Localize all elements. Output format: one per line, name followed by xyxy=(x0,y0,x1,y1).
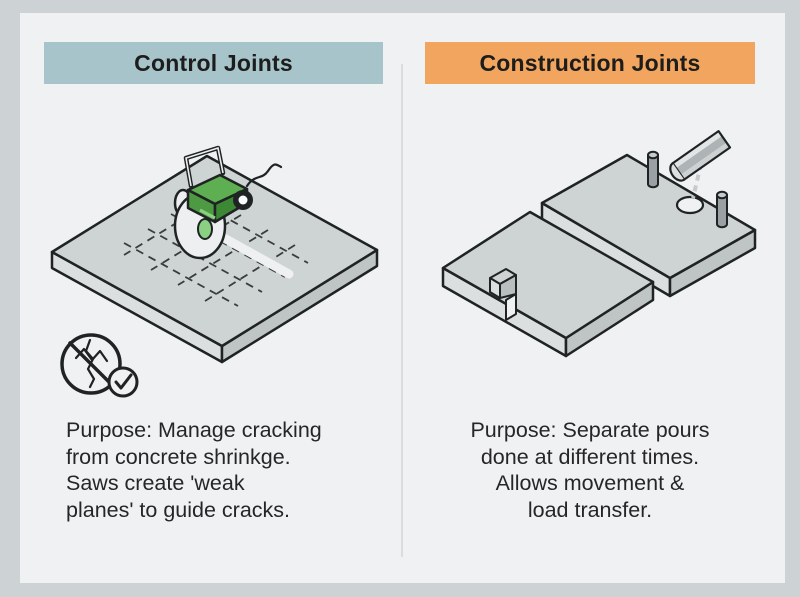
construction-joints-title: Construction Joints xyxy=(479,49,701,76)
control-joints-purpose: Purpose: Manage cracking from concrete s… xyxy=(66,417,386,523)
construction-joint-illustration xyxy=(441,130,757,358)
check-mark xyxy=(114,373,133,390)
blade-hub xyxy=(197,218,213,240)
no-cracks-check-icon xyxy=(60,333,139,398)
purpose-line: done at different times. xyxy=(480,444,700,469)
construction-joints-purpose: Purpose: Separate pours done at differen… xyxy=(425,417,755,523)
purpose-line: load transfer. xyxy=(527,497,653,522)
purpose-line: Saws create 'weak xyxy=(66,471,245,495)
keyway-notch xyxy=(489,268,517,321)
check-circle xyxy=(107,366,139,398)
pour-hole xyxy=(675,195,705,215)
purpose-line: Allows movement & xyxy=(495,471,685,495)
purpose-line: Purpose: Separate pours xyxy=(470,418,710,442)
control-joints-header: Control Joints xyxy=(44,42,383,84)
concrete-saw xyxy=(173,145,283,260)
control-joints-title: Control Joints xyxy=(134,49,293,76)
purpose-line: planes' to guide cracks. xyxy=(66,497,291,522)
purpose-line: Purpose: Manage cracking xyxy=(66,418,322,442)
panel-divider xyxy=(401,64,403,557)
construction-joints-header: Construction Joints xyxy=(425,42,755,84)
dowel-pin xyxy=(716,190,728,229)
dowel-pin xyxy=(647,150,659,189)
power-cord xyxy=(245,163,283,188)
control-joint-illustration xyxy=(50,145,379,398)
first-pour-slab xyxy=(441,210,655,358)
pour-chute xyxy=(669,130,732,182)
purpose-line: from concrete shrinkge. xyxy=(66,444,291,469)
